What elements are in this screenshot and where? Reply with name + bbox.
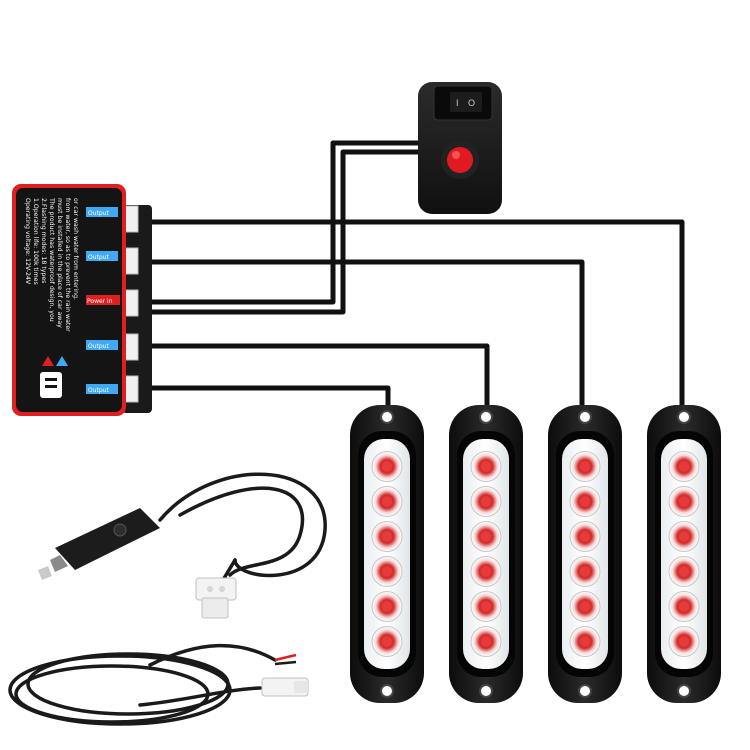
wire-power-b	[147, 149, 421, 315]
led-chip	[481, 531, 491, 542]
mount-hole	[479, 410, 493, 424]
port-labels: Output Output Power in Output Output	[86, 207, 120, 394]
led-chip	[679, 496, 689, 507]
led-chip	[481, 496, 491, 507]
led-chip	[382, 601, 392, 612]
led-light-bar	[449, 405, 523, 703]
cigarette-lighter-cable	[38, 472, 327, 619]
controller-note: 1.Operation life: 100k times	[32, 198, 39, 285]
led-chip	[382, 496, 392, 507]
port-label: Power in	[87, 298, 113, 305]
led-chip	[679, 601, 689, 612]
mount-hole	[677, 684, 691, 698]
mount-hole	[578, 684, 592, 698]
port-label: Output	[88, 254, 109, 261]
led-chip	[481, 636, 491, 647]
mount-hole	[380, 410, 394, 424]
controller-note: from water, so as to prevent the rain wa…	[64, 198, 71, 332]
led-chip	[580, 531, 590, 542]
mode-button[interactable]	[447, 147, 473, 173]
wire-output-2	[147, 259, 585, 413]
led-chip	[580, 461, 590, 472]
led-chip	[679, 636, 689, 647]
wire-harness	[147, 140, 685, 413]
port-output-3: Output	[86, 340, 118, 350]
wire-output-4	[147, 385, 391, 413]
led-light-bar	[350, 405, 424, 703]
led-chip	[580, 601, 590, 612]
led-chip	[580, 566, 590, 577]
switch-off-mark: O	[468, 98, 475, 108]
mount-hole	[677, 410, 691, 424]
led-chip	[580, 496, 590, 507]
controller-note: 2.Flashing modes: 18 types	[40, 198, 47, 283]
controller-box: Operating voltage: 12V-24V 1.Operation l…	[12, 184, 152, 416]
led-chip	[382, 531, 392, 542]
led-chip	[679, 461, 689, 472]
mount-hole	[380, 684, 394, 698]
led-chip	[382, 636, 392, 647]
led-chip	[382, 566, 392, 577]
led-chip	[481, 461, 491, 472]
light-bars	[350, 405, 721, 703]
led-chip	[679, 566, 689, 577]
led-light-bar	[647, 405, 721, 703]
port-output-2: Output	[86, 251, 118, 261]
led-chip	[580, 636, 590, 647]
port-label: Output	[88, 387, 109, 394]
warning-icon	[40, 356, 68, 398]
port-output-1: Output	[86, 207, 118, 217]
wire-output-3	[147, 343, 490, 413]
led-chip	[481, 566, 491, 577]
controller-note: The product has waterproof design, you	[48, 197, 55, 322]
switch-on-mark: I	[456, 98, 459, 108]
controller-note: or car wash water from entering.	[72, 198, 79, 300]
controller-notes: Operating voltage: 12V-24V 1.Operation l…	[24, 197, 79, 332]
connector-plugs	[123, 205, 139, 403]
mount-hole	[578, 410, 592, 424]
led-chip	[382, 461, 392, 472]
port-output-4: Output	[86, 384, 118, 394]
lighter-plug	[38, 508, 160, 580]
mount-hole	[479, 684, 493, 698]
led-light-bar	[548, 405, 622, 703]
connector-plug-white	[195, 577, 237, 619]
led-chip	[679, 531, 689, 542]
port-label: Output	[88, 343, 109, 350]
hardwire-cable	[8, 643, 309, 726]
connector-plug-white-small	[261, 677, 309, 697]
wire-output-1	[147, 219, 685, 413]
port-label: Output	[88, 210, 109, 217]
rocker-switch[interactable]: I O	[418, 82, 502, 214]
controller-note: must be installed in the place of car aw…	[56, 198, 63, 328]
controller-note: Operating voltage: 12V-24V	[24, 198, 31, 285]
led-chip	[481, 601, 491, 612]
wire-power-a	[147, 140, 421, 305]
port-power-in: Power in	[86, 295, 120, 305]
